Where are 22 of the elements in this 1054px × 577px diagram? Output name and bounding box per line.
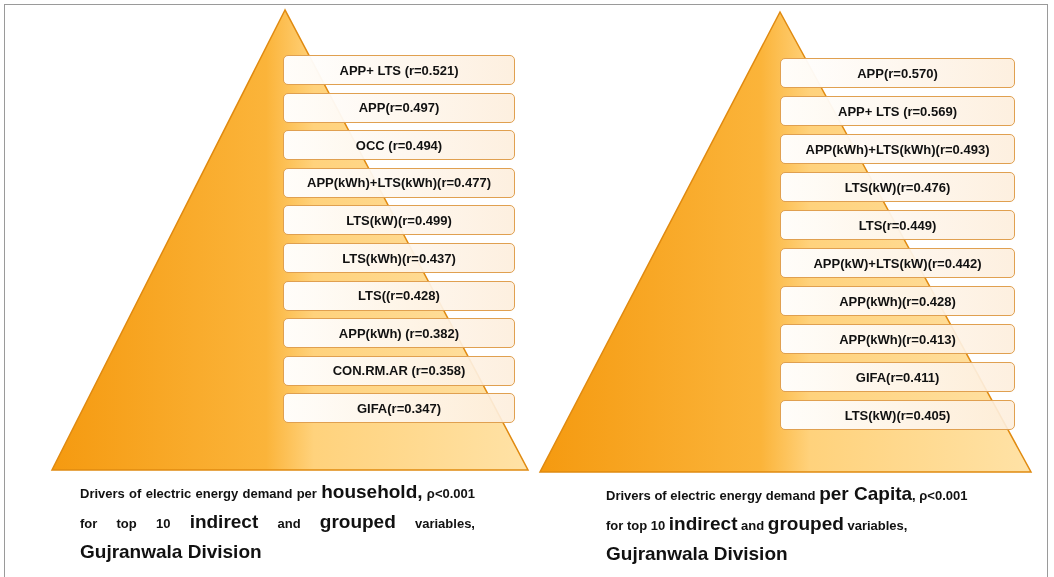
variable-box: APP(r=0.570): [780, 58, 1015, 88]
variable-box: LTS(kW)(r=0.499): [283, 205, 515, 236]
variable-box: APP(kWh)+LTS(kWh)(r=0.477): [283, 167, 515, 198]
variable-box: APP+ LTS (r=0.521): [283, 55, 515, 85]
variable-box: LTS(r=0.449): [780, 210, 1015, 240]
variable-box: OCC (r=0.494): [283, 130, 515, 161]
caption-text: Drivers of electric energy demand per Capita, ρ<0.001 for top 10 indirect and grouped variables, Gujranwala Division: [606, 482, 969, 566]
variable-box: CON.RM.AR (r=0.358): [283, 355, 515, 386]
variable-box: APP(kWh)(r=0.428): [780, 286, 1015, 316]
variable-box: APP(kWh)+LTS(kWh)(r=0.493): [780, 134, 1015, 164]
variable-box: LTS(kWh)(r=0.437): [283, 243, 515, 273]
variable-box: LTS(kW)(r=0.476): [780, 172, 1015, 202]
variable-box: GIFA(r=0.347): [283, 393, 515, 424]
variable-box: APP+ LTS (r=0.569): [780, 96, 1015, 126]
variable-box: APP(r=0.497): [283, 92, 515, 123]
variable-box: APP(kWh) (r=0.382): [283, 318, 515, 349]
variable-box: APP(kWh)(r=0.413): [780, 324, 1015, 354]
variable-box: LTS((r=0.428): [283, 280, 515, 311]
variable-box: APP(kW)+LTS(kW)(r=0.442): [780, 248, 1015, 278]
variable-box: LTS(kW)(r=0.405): [780, 400, 1015, 430]
variable-box: GIFA(r=0.411): [780, 362, 1015, 392]
caption-text: Drivers of electric energy demand per household, ρ<0.001 for top 10 indirect and grouped variables, Gujranwala Division: [80, 480, 475, 564]
